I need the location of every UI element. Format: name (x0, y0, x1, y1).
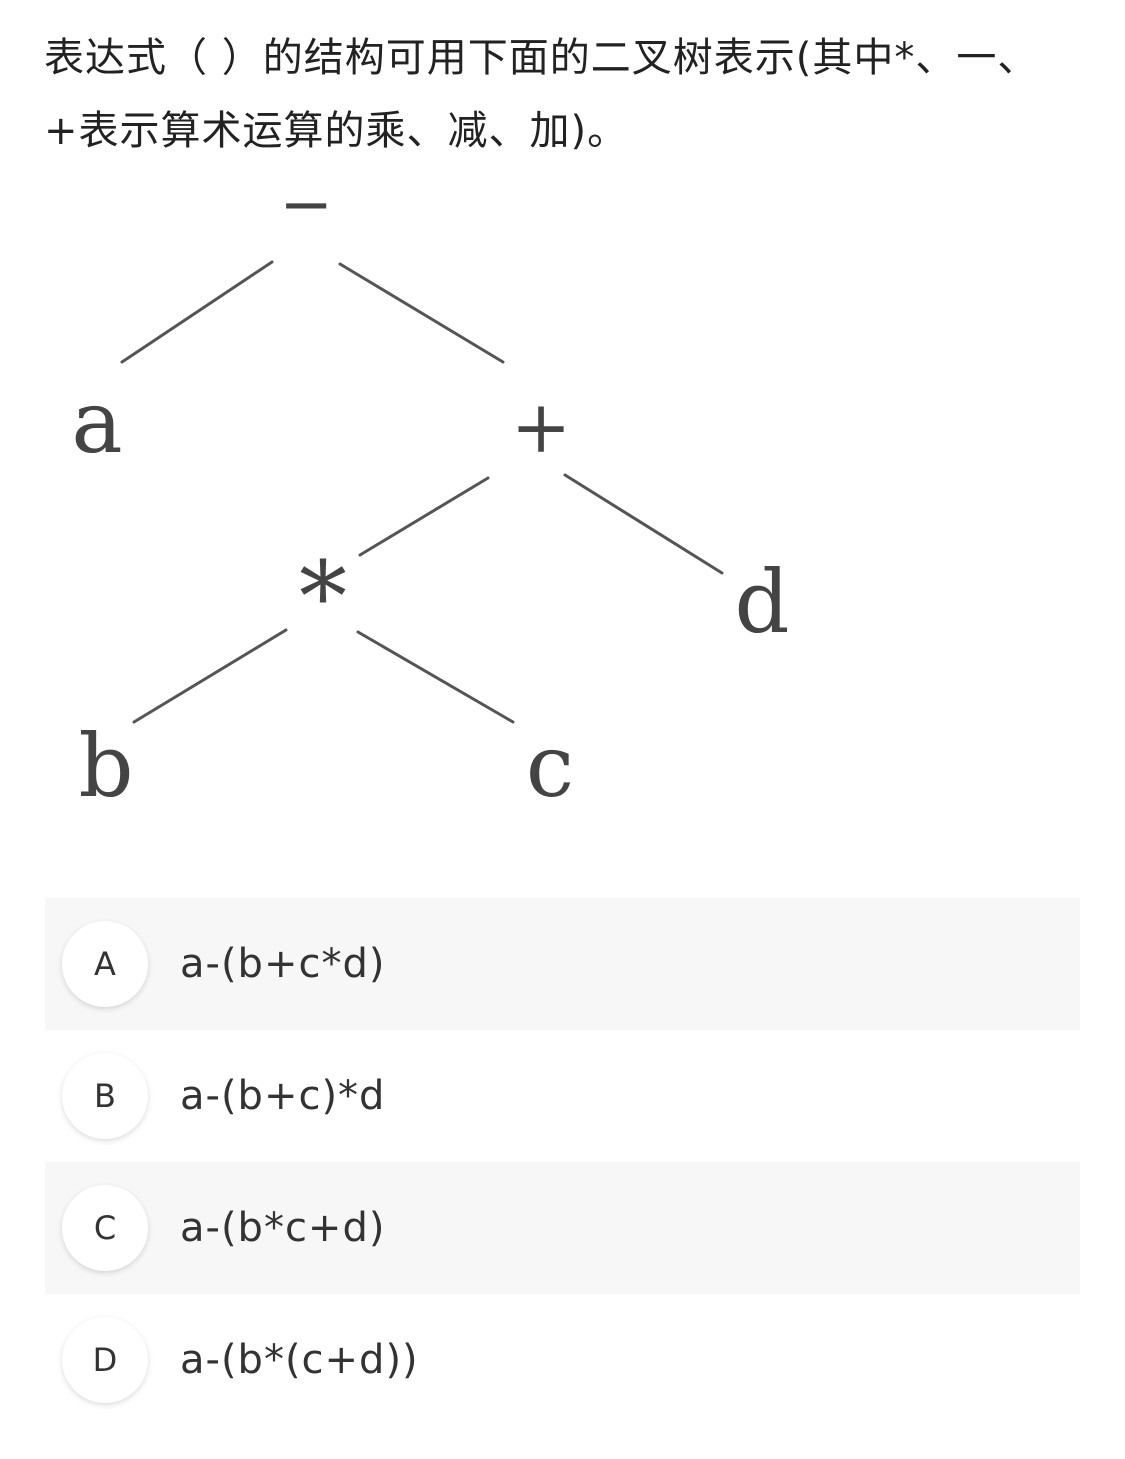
edge-root-plus (338, 262, 505, 364)
option-b[interactable]: B a-(b+c)*d (45, 1030, 1080, 1162)
node-star: * (299, 541, 347, 653)
option-d[interactable]: D a-(b*(c+d)) (45, 1294, 1080, 1426)
node-a: a (71, 373, 122, 473)
edge-plus-d (563, 473, 724, 575)
edge-star-b (132, 628, 288, 724)
edge-star-c (356, 630, 515, 724)
option-c[interactable]: C a-(b*c+d) (45, 1162, 1080, 1294)
edge-plus-star (358, 476, 490, 557)
option-text-d: a-(b*(c+d)) (180, 1337, 419, 1383)
option-letter-a: A (62, 921, 148, 1007)
node-plus: + (511, 385, 571, 469)
option-text-b: a-(b+c)*d (180, 1073, 386, 1119)
node-c: c (526, 717, 574, 817)
edge-root-a (120, 260, 274, 364)
node-root-minus: − (279, 170, 333, 242)
node-b: b (78, 717, 133, 817)
option-letter-c: C (62, 1185, 148, 1271)
binary-tree-figure: − a + * d b c (0, 170, 1125, 850)
node-d: d (734, 553, 789, 653)
option-a[interactable]: A a-(b+c*d) (45, 898, 1080, 1030)
option-text-c: a-(b*c+d) (180, 1205, 386, 1251)
binary-tree-svg: − a + * d b c (71, 170, 789, 817)
answer-options: A a-(b+c*d) B a-(b+c)*d C a-(b*c+d) D a-… (45, 898, 1080, 1426)
option-letter-d: D (62, 1317, 148, 1403)
option-letter-b: B (62, 1053, 148, 1139)
question-text: 表达式（ ）的结构可用下面的二叉树表示(其中*、一、+表示算术运算的乘、减、加)… (44, 35, 1039, 154)
option-text-a: a-(b+c*d) (180, 941, 386, 987)
